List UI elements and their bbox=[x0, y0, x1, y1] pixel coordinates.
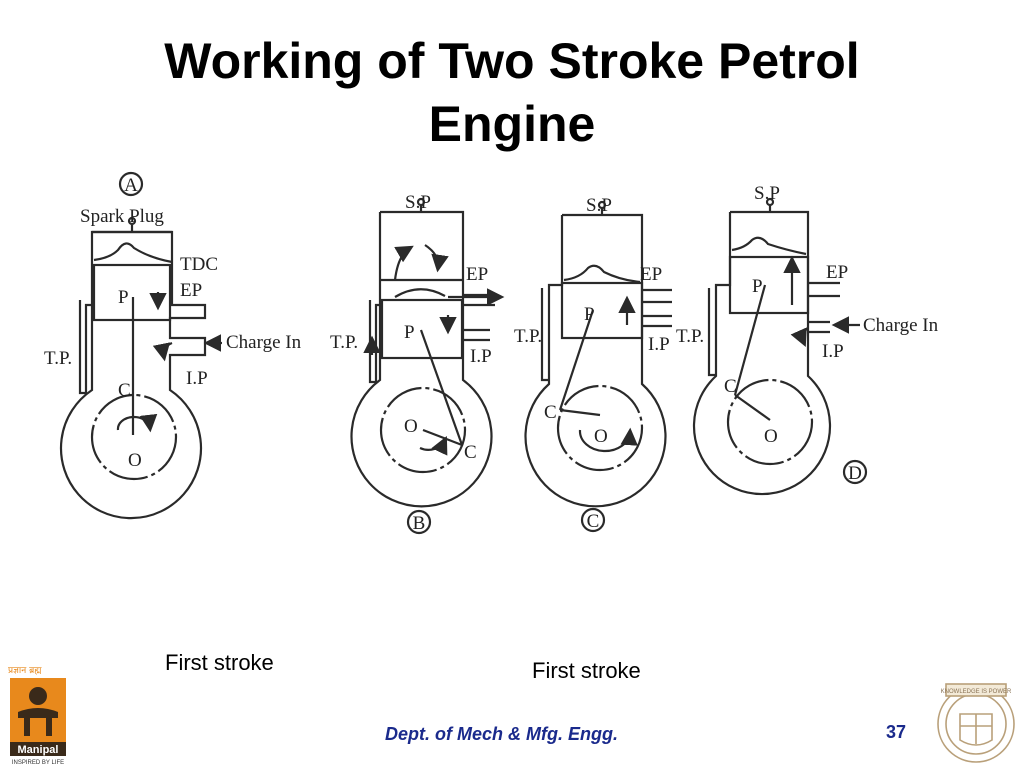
panel-a-tp-label: T.P. bbox=[44, 348, 72, 369]
panel-a-piston-label: P bbox=[118, 287, 129, 308]
panel-a-ep-label: EP bbox=[180, 280, 202, 301]
panel-d: D S.P EP T.P. P Charge In I.P C O bbox=[676, 183, 939, 496]
panel-a-marker: A bbox=[124, 175, 138, 196]
caption-first-stroke-right: First stroke bbox=[532, 658, 641, 683]
panel-a: A Spark Plug TDC EP P Charge In T.P. C I… bbox=[44, 171, 302, 520]
panel-a-ip-label: I.P bbox=[186, 368, 208, 389]
panel-b-ep-label: EP bbox=[466, 264, 488, 285]
two-stroke-engine-diagram: A Spark Plug TDC EP P Charge In T.P. C I… bbox=[44, 171, 939, 535]
crest-banner-text: KNOWLEDGE IS POWER bbox=[941, 689, 1012, 695]
panel-b-crank-pin-label: C bbox=[464, 442, 477, 463]
slide-title-line2: Engine bbox=[428, 96, 596, 152]
panel-d-marker: D bbox=[848, 463, 862, 484]
panel-b-tp-label: T.P. bbox=[330, 332, 358, 353]
panel-b-crank-center-label: O bbox=[404, 416, 418, 437]
panel-c: C S.P EP T.P. P I.P C O bbox=[514, 195, 672, 533]
panel-c-ip-label: I.P bbox=[648, 334, 670, 355]
panel-c-piston-label: P bbox=[584, 304, 595, 325]
panel-a-crank-pin-label: C bbox=[118, 380, 131, 401]
panel-c-crank-center-label: O bbox=[594, 426, 608, 447]
panel-d-crank-center-label: O bbox=[764, 426, 778, 447]
panel-c-tp-label: T.P. bbox=[514, 326, 542, 347]
manipal-logo: प्रज्ञान ब्रह्म Manipal INSPIRED BY LIFE bbox=[8, 666, 66, 766]
panel-d-ip-label: I.P bbox=[822, 341, 844, 362]
spark-plug-label: Spark Plug bbox=[80, 206, 164, 227]
panel-b-marker: B bbox=[413, 513, 426, 534]
panel-d-tp-label: T.P. bbox=[676, 326, 704, 347]
institute-crest-logo: KNOWLEDGE IS POWER bbox=[937, 683, 1015, 763]
panel-b-sp-label: S.P bbox=[405, 192, 431, 213]
footer-department: Dept. of Mech & Mfg. Engg. bbox=[385, 724, 618, 744]
panel-b: B S.P EP T.P. P I.P O C bbox=[330, 192, 505, 535]
logo-tagline-text: INSPIRED BY LIFE bbox=[12, 760, 64, 766]
tdc-label: TDC bbox=[180, 254, 218, 275]
panel-d-charge-in-label: Charge In bbox=[863, 315, 939, 336]
panel-c-crank-pin-label: C bbox=[544, 402, 557, 423]
panel-c-marker: C bbox=[587, 511, 600, 532]
panel-a-crank-center-label: O bbox=[128, 450, 142, 471]
panel-d-piston-label: P bbox=[752, 276, 763, 297]
panel-c-sp-label: S.P bbox=[586, 195, 612, 216]
panel-a-charge-in-label: Charge In bbox=[226, 332, 302, 353]
page-number: 37 bbox=[886, 722, 907, 742]
logo-name-text: Manipal bbox=[18, 744, 59, 756]
panel-d-crank-pin-label: C bbox=[724, 376, 737, 397]
logo-hindi-text: प्रज्ञान ब्रह्म bbox=[8, 666, 42, 676]
panel-b-piston-label: P bbox=[404, 322, 415, 343]
panel-d-ep-label: EP bbox=[826, 262, 848, 283]
slide-title: Working of Two Stroke Petrol Engine bbox=[0, 30, 1024, 156]
panel-c-ep-label: EP bbox=[640, 264, 662, 285]
panel-b-ip-label: I.P bbox=[470, 346, 492, 367]
panel-d-sp-label: S.P bbox=[754, 183, 780, 204]
caption-first-stroke-left: First stroke bbox=[165, 650, 274, 675]
slide-title-line1: Working of Two Stroke Petrol bbox=[164, 33, 860, 89]
